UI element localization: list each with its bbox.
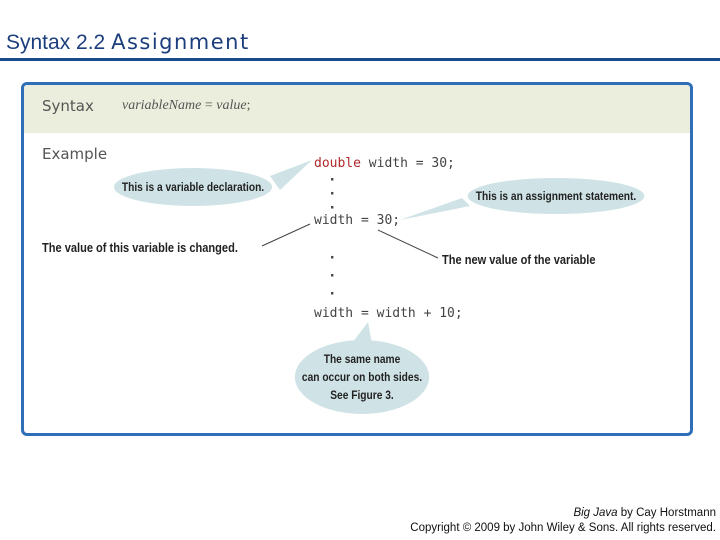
keyword-double: double	[314, 156, 361, 171]
ellipsis-dot: ·	[328, 286, 337, 302]
slide-title: Syntax 2.2 Assignment	[6, 30, 250, 55]
syntax-form: variableName = value;	[122, 98, 250, 114]
ellipsis-dot: ·	[328, 186, 337, 202]
callout-assignment-text: This is an assignment statement.	[475, 189, 637, 203]
footer-copyright: Copyright © 2009 by John Wiley & Sons. A…	[410, 522, 716, 534]
slide-title-text: Assignment	[111, 30, 250, 54]
callout-assignment: This is an assignment statement.	[467, 178, 645, 214]
footer: Big Java by Cay Horstmann Copyright © 20…	[410, 506, 716, 536]
code-line-declaration-rest: width = 30;	[360, 156, 455, 171]
syntax-value: value	[216, 98, 247, 113]
ellipsis-dot: ·	[328, 200, 337, 216]
callout-declaration: This is a variable declaration.	[113, 168, 273, 206]
syntax-equals: =	[204, 98, 213, 113]
code-line-assignment: width = 30;	[314, 213, 401, 228]
ellipsis-dot: ·	[328, 172, 337, 188]
footer-book-line: Big Java by Cay Horstmann	[410, 506, 716, 521]
title-rule	[0, 58, 720, 61]
slide-title-number: Syntax 2.2	[6, 31, 106, 54]
syntax-header: Syntax variableName = value;	[24, 85, 690, 133]
footer-author: by Cay Horstmann	[617, 507, 716, 519]
code-line-self-assignment: width = width + 10;	[314, 306, 463, 321]
footer-book-title: Big Java	[573, 507, 618, 519]
example-label: Example	[42, 145, 108, 163]
callout-same-name-line3: See Figure 3.	[330, 388, 394, 402]
syntax-semicolon: ;	[246, 98, 251, 113]
syntax-variable-name: variableName	[122, 98, 202, 113]
ellipsis-dot: ·	[328, 250, 337, 266]
callout-declaration-text: This is a variable declaration.	[121, 180, 265, 194]
syntax-label: Syntax	[42, 97, 94, 115]
note-value-changed: The value of this variable is changed.	[42, 240, 238, 255]
note-new-value: The new value of the variable	[442, 252, 596, 267]
callout-same-name: The same name can occur on both sides. S…	[294, 340, 430, 414]
callout-same-name-line2: can occur on both sides.	[301, 370, 423, 384]
code-line-declaration: double width = 30;	[314, 156, 455, 171]
callout-same-name-line1: The same name	[323, 352, 401, 366]
ellipsis-dot: ·	[328, 268, 337, 284]
